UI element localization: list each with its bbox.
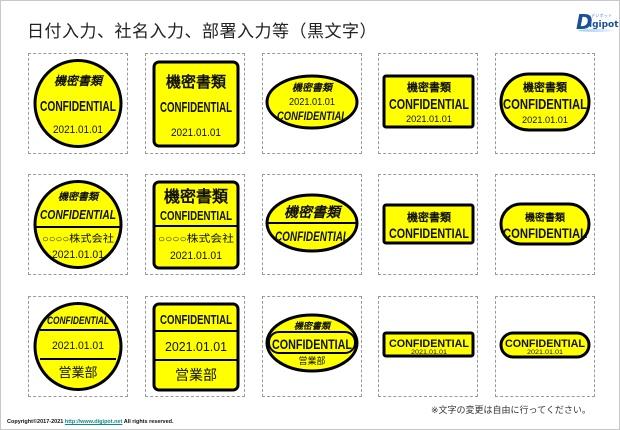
stamp-secret-text: 機密書類 <box>407 80 452 94</box>
stamp-frame-r1-c4[interactable]: 機密書類 CONFIDENTIAL 2021.01.01 <box>378 53 478 154</box>
stamp-secret-text: 機密書類 <box>294 321 332 331</box>
stamp-rounded-square: 機密書類 CONFIDENTIAL 2021.01.01 <box>152 60 240 148</box>
copyright-link[interactable]: http://www.digipot.net <box>64 419 123 425</box>
stamp-secret-text: 機密書類 <box>525 211 566 224</box>
stamp-frame-r3-c4[interactable]: CONFIDENTIAL 2021.01.01 <box>378 296 478 397</box>
stamp-secret-text: 機密書類 <box>523 80 568 94</box>
stamp-confidential-text: CONFIDENTIAL <box>389 96 469 113</box>
stamp-circle: 機密書類 CONFIDENTIAL 2021.01.01 <box>33 59 123 148</box>
stamp-rounded-square-divided: 機密書類 CONFIDENTIAL ○○○○株式会社 2021.01.01 <box>152 180 240 270</box>
stamp-date-text: 2021.01.01 <box>52 340 104 352</box>
stamp-rounded-square-3-sections: CONFIDENTIAL 2021.01.01 営業部 <box>152 302 240 392</box>
stamp-confidential-text: CONFIDENTIAL <box>389 338 469 350</box>
stamp-confidential-text: CONFIDENTIAL <box>40 207 116 222</box>
stamp-date-text: 2021.01.01 <box>52 249 104 261</box>
stamp-frame-r3-c3[interactable]: 機密書類 CONFIDENTIAL 営業部 <box>262 296 362 397</box>
stamp-date-text: 2021.01.01 <box>411 350 448 356</box>
stamp-confidential-text: CONFIDENTIAL <box>160 312 232 327</box>
stamp-frame-r2-c3[interactable]: 機密書類 CONFIDENTIAL <box>262 174 362 275</box>
stamp-frame-r3-c5[interactable]: CONFIDENTIAL 2021.01.01 <box>495 296 595 397</box>
stamp-confidential-text: CONFIDENTIAL <box>47 315 109 327</box>
stamp-date-text: 2021.01.01 <box>171 127 221 139</box>
stamp-date-text: 2021.01.01 <box>170 250 222 262</box>
stamp-frame-r1-c3[interactable]: 機密書類 2021.01.01 CONFIDENTIAL <box>262 53 362 154</box>
stamp-frame-r3-c1[interactable]: CONFIDENTIAL 2021.01.01 営業部 <box>28 296 128 397</box>
stamp-confidential-text: CONFIDENTIAL <box>40 98 116 115</box>
stamp-date-text: 2021.01.01 <box>406 114 452 124</box>
stamp-ellipse: 機密書類 2021.01.01 CONFIDENTIAL <box>265 74 359 130</box>
copyright-suffix: All rights reserved. <box>122 419 174 425</box>
stamp-secret-text: 機密書類 <box>292 82 334 94</box>
stamp-ellipse: 機密書類 CONFIDENTIAL 営業部 <box>265 313 359 373</box>
stamp-department-text: 営業部 <box>58 365 97 380</box>
footer-note: ※文字の変更は自由に行ってください。 <box>431 406 591 416</box>
stamp-company-text: ○○○○株式会社 <box>42 232 114 245</box>
logo-tagline: デジポット <box>591 13 613 18</box>
stamp-frame-r2-c1[interactable]: 機密書類 CONFIDENTIAL ○○○○株式会社 2021.01.01 <box>28 174 128 275</box>
stamp-frame-r3-c2[interactable]: CONFIDENTIAL 2021.01.01 営業部 <box>145 296 245 397</box>
logo-wordmark: igipot <box>589 20 619 30</box>
stamp-company-text: ○○○○株式会社 <box>158 232 234 245</box>
stamp-secret-text: 機密書類 <box>164 187 229 206</box>
copyright-line: Copyright©2017-2021 http://www.digipot.n… <box>7 419 174 425</box>
stamp-stadium: 機密書類 CONFIDENTIAL <box>499 202 591 246</box>
stamp-secret-text: 機密書類 <box>284 204 343 220</box>
stamp-secret-text: 機密書類 <box>54 74 105 88</box>
stamp-confidential-text: CONFIDENTIAL <box>389 225 469 241</box>
stamp-confidential-text: CONFIDENTIAL <box>503 96 587 113</box>
stamp-confidential-text: CONFIDENTIAL <box>275 228 349 244</box>
page-title: 日付入力、社名入力、部署入力等（黒文字） <box>27 22 377 42</box>
stamp-stadium: 機密書類 CONFIDENTIAL 2021.01.01 <box>499 72 591 132</box>
stamp-date-text: 2021.01.01 <box>53 124 103 136</box>
stamp-secret-text: 機密書類 <box>166 73 227 91</box>
logo-letter-d: D <box>576 10 593 34</box>
stamp-stadium-slim: CONFIDENTIAL 2021.01.01 <box>499 331 591 359</box>
stamp-circle-3-sections: CONFIDENTIAL 2021.01.01 営業部 <box>33 302 123 391</box>
stamp-rectangle: 機密書類 CONFIDENTIAL 2021.01.01 <box>382 74 475 129</box>
stamp-confidential-text: CONFIDENTIAL <box>160 208 232 223</box>
stamp-date-text: 2021.01.01 <box>522 115 568 125</box>
stamp-frame-r2-c4[interactable]: 機密書類 CONFIDENTIAL <box>378 174 478 275</box>
copyright-prefix: Copyright©2017-2021 <box>7 419 65 425</box>
stamp-frame-r1-c5[interactable]: 機密書類 CONFIDENTIAL 2021.01.01 <box>495 53 595 154</box>
stamp-confidential-text: CONFIDENTIAL <box>503 225 587 241</box>
stamp-secret-text: 機密書類 <box>58 191 100 203</box>
stamp-circle-divided: 機密書類 CONFIDENTIAL ○○○○株式会社 2021.01.01 <box>33 180 123 269</box>
stamp-department-text: 営業部 <box>175 367 217 383</box>
stamp-date-text: 2021.01.01 <box>527 350 564 356</box>
stamp-confidential-text: CONFIDENTIAL <box>505 338 585 350</box>
digipot-logo: デジポット D igipot <box>576 10 619 34</box>
stamp-frame-r2-c5[interactable]: 機密書類 CONFIDENTIAL <box>495 174 595 275</box>
stamp-frame-r1-c1[interactable]: 機密書類 CONFIDENTIAL 2021.01.01 <box>28 53 128 154</box>
stamp-date-text: 2021.01.01 <box>165 339 227 354</box>
stamp-rectangle-slim: CONFIDENTIAL 2021.01.01 <box>382 331 475 358</box>
stamp-confidential-text: CONFIDENTIAL <box>277 109 347 123</box>
stamp-frame-r2-c2[interactable]: 機密書類 CONFIDENTIAL ○○○○株式会社 2021.01.01 <box>145 174 245 275</box>
stamp-secret-text: 機密書類 <box>407 210 452 224</box>
stamp-frame-r1-c2[interactable]: 機密書類 CONFIDENTIAL 2021.01.01 <box>145 53 245 154</box>
stamp-confidential-text: CONFIDENTIAL <box>160 99 232 116</box>
logo-swoosh <box>578 29 614 32</box>
stamp-ellipse-divided: 機密書類 CONFIDENTIAL <box>265 193 359 253</box>
stamp-confidential-text: CONFIDENTIAL <box>272 336 352 352</box>
stamp-department-text: 営業部 <box>298 355 325 366</box>
stamp-rectangle: 機密書類 CONFIDENTIAL <box>382 203 475 245</box>
stamp-date-text: 2021.01.01 <box>289 97 335 108</box>
